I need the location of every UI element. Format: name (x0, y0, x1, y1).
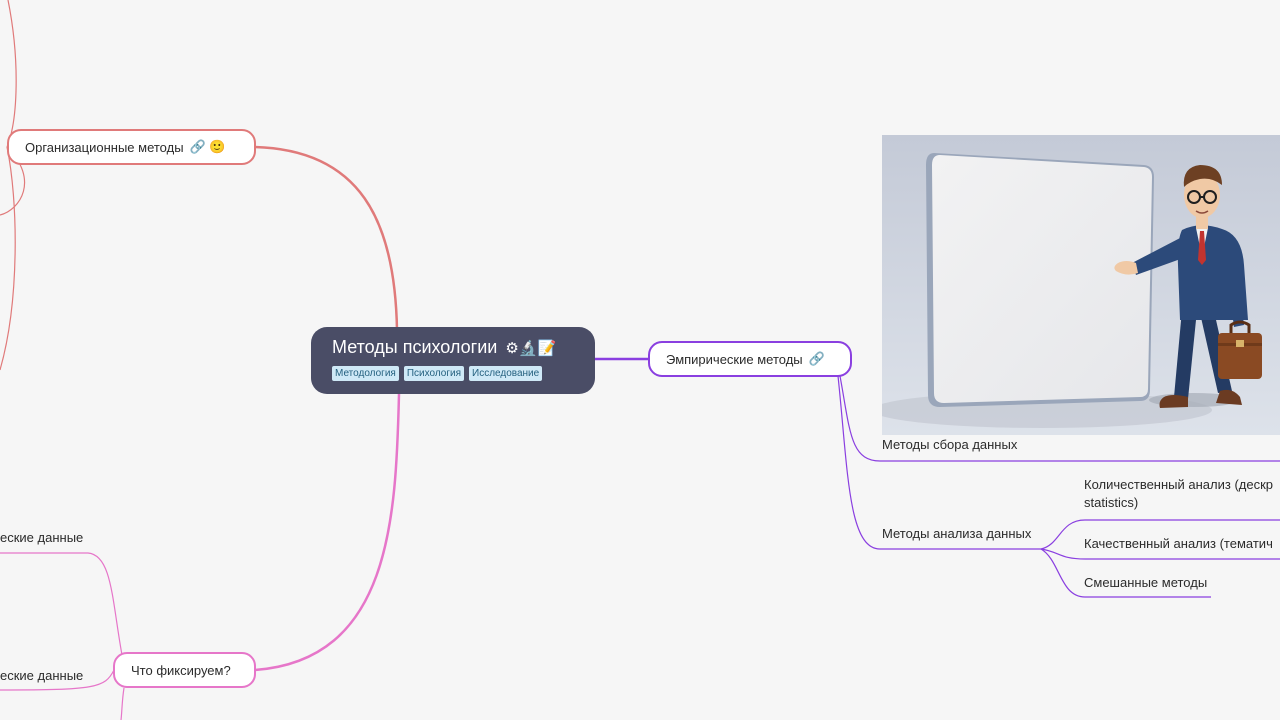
link-fix-2 (0, 669, 115, 691)
link-fix-1 (0, 552, 123, 656)
link-emp-collect (839, 375, 1280, 462)
root-tags: Методология Психология Исследование (332, 366, 595, 381)
link-org-offscreen-1 (6, 0, 17, 148)
leaf-record-data-2[interactable]: еские данные (0, 668, 84, 683)
tag-methodology[interactable]: Методология (332, 366, 399, 381)
root-title: Методы психологии (332, 337, 498, 357)
link-analysis-mixed (1040, 548, 1211, 598)
root-icons: ⚙🔬📝 (505, 339, 557, 357)
leaf-qualitative-analysis[interactable]: Качественный анализ (тематич (1084, 536, 1273, 551)
tag-psychology[interactable]: Психология (403, 366, 464, 381)
link-root-org (254, 145, 399, 331)
root-node[interactable]: Методы психологии ⚙🔬📝 Методология Психол… (311, 327, 595, 394)
leaf-record-data-1[interactable]: еские данные (0, 530, 84, 545)
node-empirical-label: Эмпирические методы (666, 351, 803, 367)
link-root-fix (254, 393, 401, 672)
leaf-data-collection-methods[interactable]: Методы сбора данных (882, 437, 1018, 452)
node-organizational-label: Организационные методы (25, 139, 184, 155)
leaf-data-analysis-methods[interactable]: Методы анализа данных (882, 526, 1032, 541)
node-empirical-methods[interactable]: Эмпирические методы 🔗 (648, 341, 852, 377)
presenter-whiteboard-illustration (882, 135, 1280, 435)
link-org-offscreen-3 (0, 146, 16, 371)
link-icon: 🔗 (808, 351, 825, 366)
link-emp-analysis (837, 375, 1041, 550)
node-organizational-methods[interactable]: Организационные методы 🔗 🙂 (7, 129, 256, 165)
link-smile-icons: 🔗 🙂 (189, 139, 226, 154)
link-analysis-quant (1040, 519, 1280, 550)
leaf-mixed-methods[interactable]: Смешанные методы (1084, 575, 1208, 590)
link-fix-3 (120, 687, 125, 720)
tag-research[interactable]: Исследование (469, 366, 543, 381)
node-what-we-record[interactable]: Что фиксируем? (113, 652, 256, 688)
link-analysis-qual (1040, 548, 1280, 560)
node-what-we-record-label: Что фиксируем? (131, 662, 231, 678)
leaf-quantitative-analysis[interactable]: Количественный анализ (дескр statistics) (1084, 477, 1274, 510)
